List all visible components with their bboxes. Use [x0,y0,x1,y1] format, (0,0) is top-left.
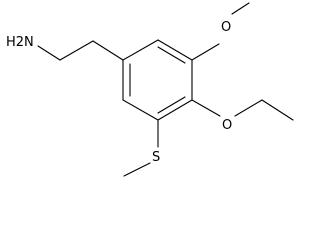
ring-bond-1 [122,39,159,61]
bond-ch2-ch2 [59,40,94,61]
molecule-structure: H2N O O S [6,2,294,177]
sulfur-label: S [152,150,160,165]
bond-methoxy-o-ch3 [231,2,250,15]
ring-double-bond-1 [157,46,186,64]
amine-label: H2N [6,35,34,50]
bond-ethoxy-ch2-ch3 [261,99,294,121]
ring-bond-4 [157,99,193,121]
bond-ring-ethoxy-o [191,99,221,117]
bond-n-ch2 [37,45,61,61]
bond-s-ch3 [123,162,151,177]
methoxy-oxygen-label: O [221,20,231,35]
ring-double-bond-2 [157,96,186,114]
ethoxy-oxygen-label: O [222,118,232,133]
ring-bond-2 [157,39,193,61]
bond-ethoxy-o-ch2 [234,99,263,117]
bond-ring-methoxy-o [191,43,220,61]
ring-bond-5 [122,99,159,121]
bond-ch2-ring [92,40,124,61]
